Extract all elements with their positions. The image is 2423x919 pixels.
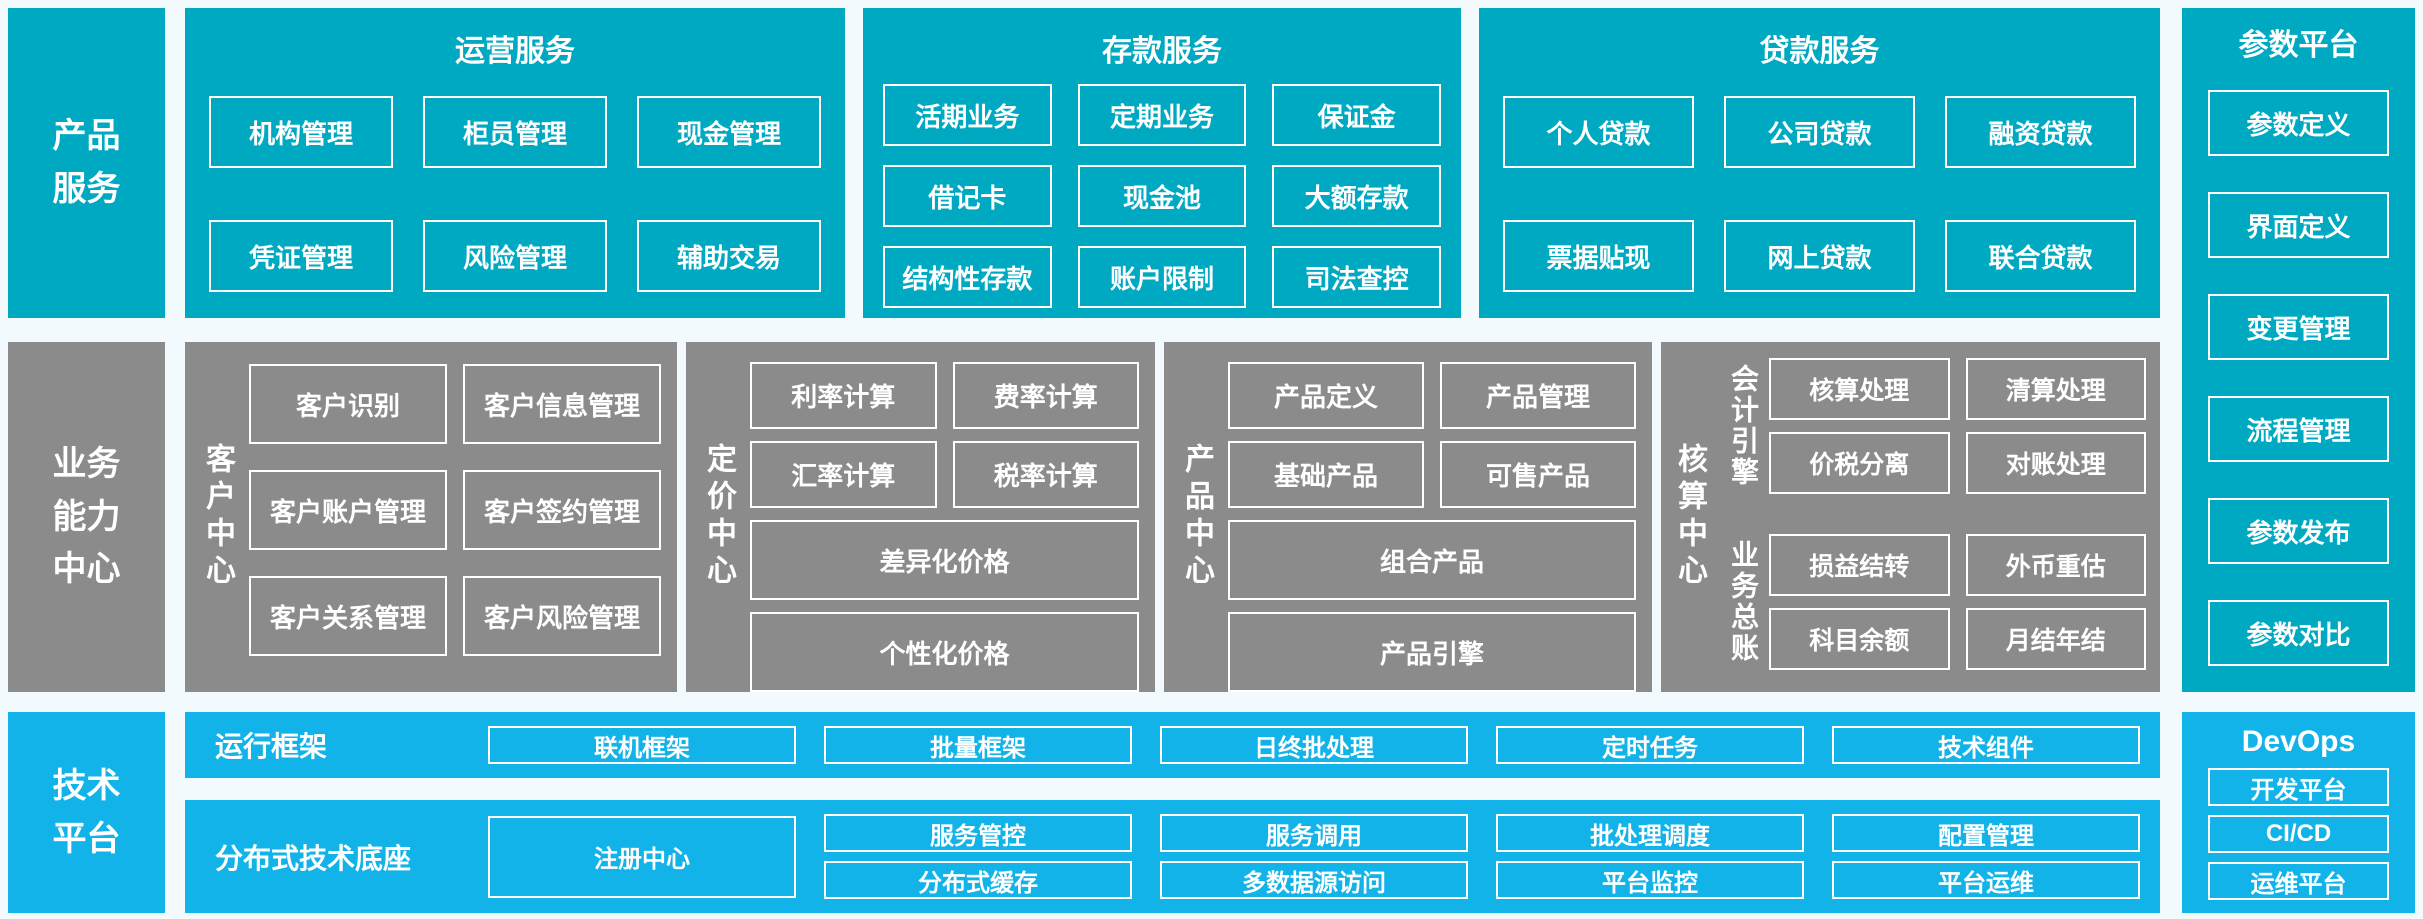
section-title: DevOps (2241, 725, 2356, 758)
diagram-box-tech-components: 技术组件 (1832, 726, 2140, 764)
diagram-box-platform-ops: 平台运维 (1832, 861, 2140, 899)
band-label: 运行框架 (215, 731, 328, 762)
diagram-box-product-definition: 产品定义 (1228, 362, 1424, 429)
diagram-box-teller-mgmt: 柜员管理 (423, 96, 607, 168)
diagram-box-financing-loan: 融资贷款 (1945, 96, 2136, 168)
diagram-box-scheduled-task: 定时任务 (1496, 726, 1804, 764)
diagram-box-cicd: CI/CD (2208, 815, 2389, 853)
diagram-box-corporate-loan: 公司贷款 (1724, 96, 1915, 168)
diagram-box-base-product: 基础产品 (1228, 441, 1424, 508)
section-title: 存款服务 (1102, 35, 1222, 68)
diagram-box-bill-discount: 票据贴现 (1503, 220, 1694, 292)
diagram-box-service-governance: 服务管控 (824, 814, 1132, 852)
diagram-box-account-limit: 账户限制 (1077, 246, 1247, 308)
section-title: 运营服务 (455, 35, 575, 68)
diagram-box-online-framework: 联机框架 (488, 726, 796, 764)
diagram-box-change-mgmt: 变更管理 (2208, 294, 2389, 360)
section-devops: DevOps 开发平台 CI/CD 运维平台 (2182, 712, 2415, 913)
diagram-box-risk-mgmt: 风险管理 (423, 220, 607, 292)
diagram-box-customer-account-mgmt: 客户账户管理 (249, 470, 447, 550)
diagram-box-online-loan: 网上贷款 (1724, 220, 1915, 292)
diagram-box-customer-relation-mgmt: 客户关系管理 (249, 576, 447, 656)
diagram-box-ui-definition: 界面定义 (2208, 192, 2389, 258)
diagram-box-time-deposit: 定期业务 (1077, 84, 1247, 146)
diagram-box-service-invoke: 服务调用 (1160, 814, 1468, 852)
diagram-box-interest-calc: 利率计算 (750, 362, 937, 429)
diagram-box-dev-platform: 开发平台 (2208, 768, 2389, 806)
diagram-box-price-tax-separation: 价税分离 (1769, 432, 1950, 494)
diagram-box-batch-framework: 批量框架 (824, 726, 1132, 764)
section-parameter-platform: 参数平台 参数定义 界面定义 变更管理 流程管理 参数发布 参数对比 (2182, 8, 2415, 692)
diagram-box-customer-contract-mgmt: 客户签约管理 (463, 470, 661, 550)
diagram-box-param-definition: 参数定义 (2208, 90, 2389, 156)
diagram-box-param-publish: 参数发布 (2208, 498, 2389, 564)
diagram-box-clearing-process: 清算处理 (1965, 358, 2146, 420)
diagram-box-reconciliation: 对账处理 (1965, 432, 2146, 494)
diagram-box-structured-deposit: 结构性存款 (883, 246, 1052, 308)
section-vertical-label: 客户中心 (201, 443, 234, 591)
rail-product-services: 产品 服务 (8, 8, 165, 318)
rail-tech-platform: 技术 平台 (8, 712, 165, 913)
diagram-box-batch-scheduling: 批处理调度 (1496, 814, 1804, 852)
diagram-box-customer-info-mgmt: 客户信息管理 (463, 364, 661, 444)
diagram-box-fx-revaluation: 外币重估 (1965, 534, 2146, 596)
section-deposit-services: 存款服务 活期业务 定期业务 保证金 借记卡 现金池 大额存款 结构性存款 账户… (863, 8, 1461, 318)
diagram-box-subject-balance: 科目余额 (1769, 608, 1950, 670)
section-loan-services: 贷款服务 个人贷款 公司贷款 融资贷款 票据贴现 网上贷款 联合贷款 (1479, 8, 2160, 318)
diagram-box-process-mgmt: 流程管理 (2208, 396, 2389, 462)
diagram-box-combined-product: 组合产品 (1228, 520, 1636, 600)
diagram-box-multi-datasource: 多数据源访问 (1160, 861, 1468, 899)
diagram-box-tax-calc: 税率计算 (952, 441, 1139, 508)
diagram-box-cash-pool: 现金池 (1077, 165, 1247, 227)
rail-business-capability-center: 业务 能力 中心 (8, 342, 165, 692)
section-customer-center: 客户中心 客户识别 客户信息管理 客户账户管理 客户签约管理 客户关系管理 客户… (185, 342, 677, 692)
diagram-box-institution-mgmt: 机构管理 (209, 96, 393, 168)
group-business-ledger: 业务总账 损益结转 外币重估 科目余额 月结年结 (1717, 534, 2146, 670)
diagram-box-judicial-control: 司法查控 (1272, 246, 1442, 308)
section-vertical-label: 产品中心 (1180, 443, 1213, 591)
section-product-center: 产品中心 产品定义 产品管理 基础产品 可售产品 组合产品 产品引擎 (1164, 342, 1652, 692)
section-vertical-label: 核算中心 (1673, 443, 1706, 591)
diagram-box-product-engine: 产品引擎 (1228, 612, 1636, 692)
diagram-box-voucher-mgmt: 凭证管理 (209, 220, 393, 292)
diagram-box-ops-platform: 运维平台 (2208, 862, 2389, 900)
group-accounting-engine: 会计引擎 核算处理 清算处理 价税分离 对账处理 (1717, 358, 2146, 494)
diagram-box-product-mgmt: 产品管理 (1440, 362, 1636, 429)
diagram-box-distributed-cache: 分布式缓存 (824, 861, 1132, 899)
section-title: 参数平台 (2238, 29, 2359, 62)
diagram-box-sellable-product: 可售产品 (1440, 441, 1636, 508)
diagram-box-fee-calc: 费率计算 (952, 362, 1139, 429)
diagram-box-registry-center: 注册中心 (488, 815, 796, 898)
diagram-box-month-year-end: 月结年结 (1965, 608, 2146, 670)
group-vertical-label: 会计引擎 (1728, 364, 1759, 488)
diagram-box-exchange-calc: 汇率计算 (750, 441, 937, 508)
section-vertical-label: 定价中心 (702, 443, 735, 591)
diagram-box-personalized-price: 个性化价格 (750, 612, 1139, 692)
section-title: 贷款服务 (1759, 35, 1880, 68)
diagram-box-debit-card: 借记卡 (883, 165, 1052, 227)
band-distributed-base: 分布式技术底座 注册中心 服务管控 分布式缓存 服务调用 多数据源访问 批处理调… (185, 800, 2160, 913)
diagram-box-large-deposit: 大额存款 (1272, 165, 1442, 227)
section-pricing-center: 定价中心 利率计算 费率计算 汇率计算 税率计算 差异化价格 个性化价格 (686, 342, 1155, 692)
diagram-box-param-compare: 参数对比 (2208, 600, 2389, 666)
diagram-box-differentiated-price: 差异化价格 (750, 520, 1139, 600)
diagram-box-accounting-process: 核算处理 (1769, 358, 1950, 420)
diagram-box-syndicated-loan: 联合贷款 (1945, 220, 2136, 292)
diagram-box-cash-mgmt: 现金管理 (637, 96, 821, 168)
diagram-box-pnl-carryover: 损益结转 (1769, 534, 1950, 596)
diagram-box-customer-risk-mgmt: 客户风险管理 (463, 576, 661, 656)
group-vertical-label: 业务总账 (1728, 540, 1759, 664)
diagram-box-config-mgmt: 配置管理 (1832, 814, 2140, 852)
diagram-box-auxiliary-trade: 辅助交易 (637, 220, 821, 292)
section-operations-services: 运营服务 机构管理 柜员管理 现金管理 凭证管理 风险管理 辅助交易 (185, 8, 845, 318)
diagram-box-personal-loan: 个人贷款 (1503, 96, 1694, 168)
band-run-framework: 运行框架 联机框架 批量框架 日终批处理 定时任务 技术组件 (185, 712, 2160, 778)
section-accounting-center: 核算中心 会计引擎 核算处理 清算处理 价税分离 对账处理 业务总账 损益结转 … (1661, 342, 2160, 692)
diagram-box-eod-batch: 日终批处理 (1160, 726, 1468, 764)
diagram-box-platform-monitor: 平台监控 (1496, 861, 1804, 899)
diagram-box-margin-deposit: 保证金 (1272, 84, 1442, 146)
diagram-box-demand-deposit: 活期业务 (883, 84, 1052, 146)
diagram-box-customer-identify: 客户识别 (249, 364, 447, 444)
band-label: 分布式技术底座 (215, 842, 412, 874)
